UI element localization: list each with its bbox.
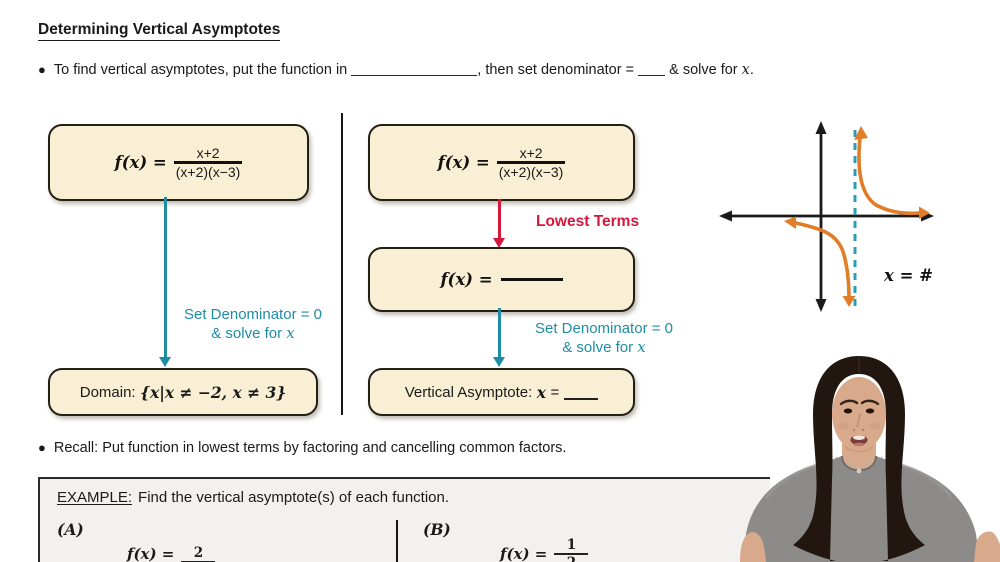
hyperbola-lower-branch <box>794 221 851 298</box>
cheek <box>837 423 849 429</box>
math-var-x: x <box>286 324 295 342</box>
y-axis-down-arrow-icon <box>815 299 827 312</box>
bullet-dot: ● <box>38 62 46 77</box>
right-arrow-label: Set Denominator = 0 & solve for x <box>535 320 673 356</box>
nose <box>856 413 861 428</box>
function-lhs: f(x) = <box>440 270 493 289</box>
lowest-terms-arrow-line <box>498 199 501 239</box>
asymptote-graph <box>719 121 934 312</box>
example-divider <box>396 520 399 562</box>
cheek <box>869 423 881 429</box>
flowchart-divider <box>341 113 344 415</box>
upper-branch-right-arrow-icon <box>919 206 930 219</box>
nostril <box>861 428 865 432</box>
math-var-x: x <box>741 62 750 78</box>
function-lhs: f(x) = <box>437 153 490 172</box>
shirt-highlight <box>897 462 954 499</box>
left-flow-arrow-line <box>164 197 167 358</box>
upper-branch-up-arrow-icon <box>854 126 868 140</box>
graph-asymptote-label: x = # <box>884 266 933 285</box>
fraction-bar <box>496 161 566 164</box>
example-part-a-label: (A) <box>57 520 84 539</box>
hyperbola-upper-branch <box>857 136 921 216</box>
lowest-terms-label: Lowest Terms <box>536 213 640 230</box>
left-arm <box>740 532 766 562</box>
lower-lip <box>853 442 865 447</box>
left-flow-arrowhead <box>159 357 171 367</box>
example-part-b-label: (B) <box>423 520 451 539</box>
lower-branch-left-arrow-icon <box>784 216 796 229</box>
domain-set-notation: {x|x ≠ −2, x ≠ 3} <box>140 382 287 402</box>
function-fraction: x+2 (x+2)(x−3) <box>173 145 243 180</box>
necklace-pendant <box>856 468 862 474</box>
teeth <box>853 435 865 440</box>
bullet-dot: ● <box>38 440 46 455</box>
nostril <box>852 428 856 432</box>
blank-fraction-bar <box>500 278 563 281</box>
left-eye <box>843 408 853 414</box>
right-flow-arrow-line <box>498 308 501 358</box>
lowest-terms-arrowhead <box>493 238 505 248</box>
lowest-terms-box: f(x) = <box>368 247 635 312</box>
shirt-highlight <box>764 462 821 499</box>
face <box>832 377 886 451</box>
left-function-box: f(x) = x+2 (x+2)(x−3) <box>48 124 309 201</box>
right-eye <box>865 408 875 414</box>
right-function-box: f(x) = x+2 (x+2)(x−3) <box>368 124 635 201</box>
math-var-x: x <box>536 382 547 402</box>
right-flow-arrowhead <box>493 357 505 367</box>
left-arrow-label: Set Denominator = 0 & solve for x <box>184 306 322 342</box>
example-part-b-formula: f(x) = 1 2 <box>500 537 589 562</box>
blank-line <box>564 385 599 400</box>
right-eyebrow <box>860 399 880 406</box>
lower-branch-down-arrow-icon <box>842 296 856 307</box>
example-heading: EXAMPLE:Find the vertical asymptote(s) o… <box>57 489 450 506</box>
bullet-recall: ●Recall: Put function in lowest terms by… <box>38 440 567 456</box>
function-lhs: f(x) = <box>114 153 167 172</box>
right-arm <box>974 531 1000 562</box>
y-axis-up-arrow-icon <box>815 121 827 134</box>
blank-line <box>638 63 666 76</box>
bullet-find-asymptotes: ●To find vertical asymptotes, put the fu… <box>38 62 754 78</box>
gray-shirt <box>742 456 980 562</box>
function-fraction: x+2 (x+2)(x−3) <box>496 145 566 180</box>
math-var-x: x <box>637 338 646 356</box>
example-part-a-formula: f(x) = 2 <box>127 538 216 562</box>
domain-result-box: Domain: {x|x ≠ −2, x ≠ 3} <box>48 368 318 416</box>
page-title: Determining Vertical Asymptotes <box>38 21 281 41</box>
left-eyebrow <box>839 399 859 406</box>
x-axis-left-arrow-icon <box>719 210 732 222</box>
fraction: 1 2 <box>554 537 589 562</box>
instructor-avatar <box>740 356 1000 562</box>
fraction-bar <box>554 553 589 555</box>
fraction-bar <box>173 161 243 164</box>
fraction: 2 <box>181 545 216 562</box>
hair <box>793 356 925 561</box>
blank-line <box>351 63 478 76</box>
vertical-asymptote-result-box: Vertical Asymptote: x = <box>368 368 635 416</box>
